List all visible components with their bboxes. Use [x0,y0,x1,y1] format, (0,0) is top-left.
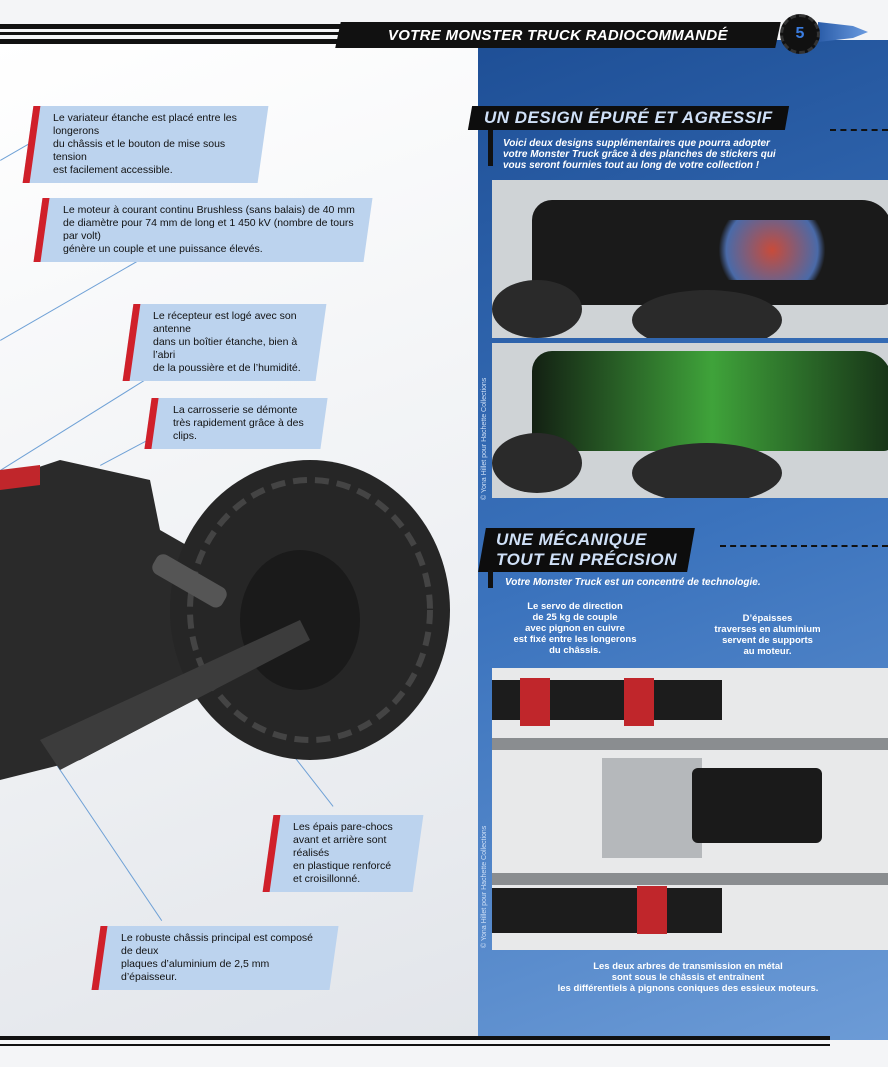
header-title: VOTRE MONSTER TRUCK RADIOCOMMANDÉ [388,26,728,44]
callout-body: La carrosserie se démonte très rapidemen… [144,398,328,449]
callout-motor: Le moteur à courant continu Brushless (s… [33,198,373,262]
monster-truck-photo [0,460,450,780]
mechanics-section-title-box: UNE MÉCANIQUE TOUT EN PRÉCISION [478,528,695,572]
callout-speed-controller: Le variateur étanche est placé entre les… [22,106,269,183]
callout-text: Les épais pare-chocs avant et arrière so… [293,821,393,885]
page-number: 5 [795,25,805,43]
callout-bumpers: Les épais pare-chocs avant et arrière so… [262,815,424,892]
callout-receiver: Le récepteur est logé avec son antenne d… [122,304,327,381]
callout-text: La carrosserie se démonte très rapidemen… [173,404,304,442]
design-section-intro: Voici deux designs supplémentaires que p… [503,138,776,171]
truck-design-photo-2 [492,343,888,498]
mechanics-section-title: UNE MÉCANIQUE TOUT EN PRÉCISION [496,530,678,569]
callout-text: Le récepteur est logé avec son antenne d… [153,310,301,374]
header-banner: VOTRE MONSTER TRUCK RADIOCOMMANDÉ [335,22,781,48]
caption-transmission-shafts: Les deux arbres de transmission en métal… [557,961,819,994]
design-section-title-box: UN DESIGN ÉPURÉ ET AGRESSIF [467,106,789,130]
page-number-badge: 5 [780,14,820,54]
callout-text: Le variateur étanche est placé entre les… [53,112,237,176]
caption-servo: Le servo de direction de 25 kg de couple… [513,601,637,656]
chassis-mechanics-photo [492,668,888,950]
title-bar-accent [488,130,493,166]
dashed-divider [830,129,888,131]
flame-icon [818,22,868,42]
mechanics-section-intro: Votre Monster Truck est un concentré de … [505,577,761,588]
footer-stripes [0,1036,830,1046]
photo-credit: © Yona Hillet pour Hachette Collections [481,377,488,500]
dashed-divider [720,545,888,547]
title-bar-accent [488,570,493,588]
callout-text: Le moteur à courant continu Brushless (s… [63,204,355,255]
callout-text: Le robuste châssis principal est composé… [121,932,314,983]
callout-chassis: Le robuste châssis principal est composé… [91,926,339,990]
truck-design-photo-1 [492,180,888,338]
header-stripes [0,24,350,44]
design-section-title: UN DESIGN ÉPURÉ ET AGRESSIF [484,108,773,127]
photo-credit: © Yona Hillet pour Hachette Collections [481,825,488,948]
caption-crossmembers: D’épaisses traverses en aluminium serven… [714,613,821,657]
